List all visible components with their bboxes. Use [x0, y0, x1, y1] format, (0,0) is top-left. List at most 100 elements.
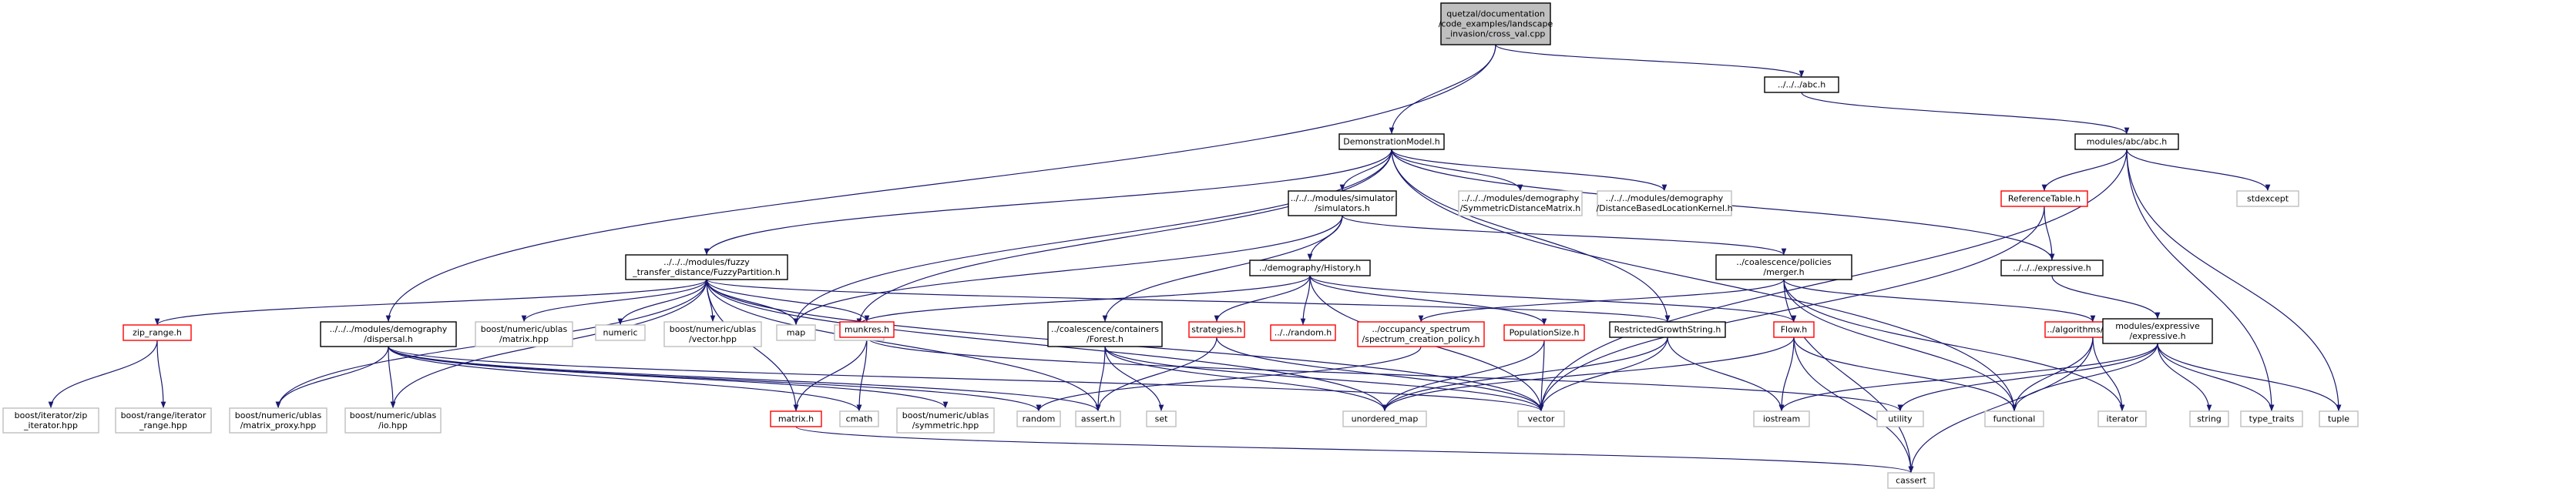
node-iter-range: boost/range/iterator_range.hpp: [115, 407, 212, 434]
node-box: [1503, 324, 1585, 341]
edge-root-to-demo: [1389, 44, 1496, 135]
node-strategies[interactable]: strategies.h: [1188, 321, 1245, 338]
edge-history-to-flow: [1309, 275, 1797, 323]
node-label: functional: [1993, 414, 2036, 424]
node-box: [1984, 410, 2044, 427]
node-label: set: [1155, 414, 1168, 424]
node-reftable[interactable]: ReferenceTable.h: [2000, 190, 2088, 207]
edge-fuzzy-to-rgs: [706, 279, 1670, 323]
node-label: _invasion/cross_val.cpp: [1446, 29, 1546, 39]
edge-rgs-to-vector: [1538, 337, 1668, 412]
node-label: /vector.hpp: [689, 334, 737, 344]
node-vector: vector: [1517, 410, 1565, 427]
node-flow[interactable]: Flow.h: [1773, 321, 1815, 338]
node-mod-expr[interactable]: modules/expressive/expressive.h: [2102, 318, 2213, 344]
node-label: utility: [1888, 414, 1913, 424]
node-label: /merger.h: [1763, 267, 1804, 277]
node-label: map: [787, 328, 805, 338]
node-label: zip_range.h: [133, 328, 182, 338]
edge-munkres-to-cmath: [856, 337, 868, 412]
node-merger[interactable]: ../coalescence/policies/merger.h: [1715, 254, 1852, 280]
node-label: ../../../modules/demography: [1606, 193, 1724, 203]
node-label: cmath: [846, 414, 873, 424]
node-label: _iterator.hpp: [23, 420, 78, 430]
node-label: vector: [1528, 414, 1555, 424]
node-label: DemonstrationModel.h: [1343, 137, 1440, 147]
node-numeric: numeric: [595, 324, 646, 341]
node-label: ../demography/History.h: [1259, 263, 1361, 273]
node-box: [2319, 410, 2359, 427]
node-label: string: [2197, 414, 2222, 424]
edge-ziprange-to-zip_iter: [48, 340, 158, 409]
node-layer: quetzal/documentation/code_examples/land…: [2, 2, 2359, 489]
node-munkres[interactable]: munkres.h: [839, 321, 895, 338]
node-rgs[interactable]: RestrictedGrowthString.h: [1609, 321, 1726, 338]
node-abc-rel[interactable]: ../../../abc.h: [1764, 76, 1839, 93]
node-symmetric: boost/numeric/ublas/symmetric.hpp: [896, 407, 995, 434]
node-box: [2240, 410, 2303, 427]
edge-merger-to-iterator: [1783, 279, 2125, 412]
node-forest[interactable]: ../coalescence/containers/Forest.h: [1047, 321, 1163, 347]
node-tuple: tuple: [2319, 410, 2359, 427]
edge-forest-to-assert: [1095, 346, 1106, 412]
node-occupancy[interactable]: ../occupancy_spectrum/spectrum_creation_…: [1357, 321, 1485, 347]
node-demo[interactable]: DemonstrationModel.h: [1338, 133, 1445, 150]
node-box: [2189, 410, 2229, 427]
node-iterator: iterator: [2097, 410, 2147, 427]
edge-simulators-to-map: [793, 215, 1343, 326]
edge-root-to-dispersal: [385, 44, 1496, 323]
node-history[interactable]: ../demography/History.h: [1249, 260, 1371, 276]
node-label: unordered_map: [1352, 414, 1419, 424]
edge-strategies-to-assert: [1095, 337, 1217, 412]
edge-simulators-to-forest: [1102, 215, 1343, 323]
edge-munkres-to-matrix_h: [793, 337, 868, 412]
node-functional: functional: [1984, 410, 2044, 427]
node-box: [1075, 410, 1121, 427]
node-expr-rel[interactable]: ../../../expressive.h: [2000, 260, 2104, 276]
node-fuzzy[interactable]: ../../../modules/fuzzy_transfer_distance…: [625, 254, 788, 280]
edge-dispersal-to-random: [388, 346, 1042, 412]
edge-ziprange-to-iter_range: [156, 340, 166, 409]
node-box: [1753, 410, 1810, 427]
node-label: /spectrum_creation_policy.h: [1362, 334, 1480, 344]
edge-dispersal-to-cmath: [388, 346, 862, 412]
edge-mod_expr-to-utility: [1897, 343, 2158, 412]
node-box: [1764, 76, 1839, 93]
node-dispersal[interactable]: ../../../modules/demography/dispersal.h: [320, 321, 457, 347]
edge-mod_expr-to-functional: [2011, 343, 2158, 412]
edge-demo-to-simulators: [1339, 149, 1392, 192]
node-box: [344, 407, 442, 434]
node-box: [1288, 190, 1397, 216]
node-label: boost/range/iterator: [121, 410, 207, 420]
node-box: [475, 321, 573, 347]
edge-mod_abc-to-tuple: [2126, 149, 2342, 412]
node-box: [1249, 260, 1371, 276]
edge-root-to-abc_rel: [1495, 44, 1805, 78]
node-box: [1773, 321, 1815, 338]
node-label: ../coalescence/containers: [1051, 324, 1159, 334]
node-mod-abc[interactable]: modules/abc/abc.h: [2074, 133, 2179, 150]
node-label: quetzal/documentation: [1446, 9, 1545, 19]
node-label: ../occupancy_spectrum: [1372, 324, 1469, 334]
edge-mod_abc-to-stdexcept: [2126, 149, 2271, 192]
edge-expr_rel-to-mod_expr: [2051, 275, 2161, 320]
edge-mod_expr-to-string: [2157, 343, 2212, 412]
node-simulators[interactable]: ../../../modules/simulator/simulators.h: [1288, 190, 1397, 216]
edge-demo-to-memory: [856, 149, 1392, 326]
edge-demo-to-fuzzy: [704, 149, 1392, 256]
node-label: PopulationSize.h: [1510, 328, 1580, 338]
node-label: /matrix_proxy.hpp: [240, 420, 317, 430]
node-box: [1270, 324, 1336, 341]
edge-mod_expr-to-tuple: [2157, 343, 2342, 412]
edge-strategies-to-vector: [1216, 337, 1544, 412]
edge-rgs-to-iostream: [1667, 337, 1785, 412]
node-label: /code_examples/landscape: [1439, 19, 1553, 29]
edge-layer: [48, 44, 2342, 474]
node-popsize[interactable]: PopulationSize.h: [1503, 324, 1585, 341]
node-root[interactable]: quetzal/documentation/code_examples/land…: [1439, 2, 1553, 45]
node-matrix-h[interactable]: matrix.h: [770, 410, 822, 427]
edge-fuzzy-to-ziprange: [154, 279, 707, 326]
node-random-rel[interactable]: ../../random.h: [1270, 324, 1336, 341]
node-label: boost/numeric/ublas: [235, 410, 322, 420]
node-ziprange[interactable]: zip_range.h: [123, 324, 192, 341]
